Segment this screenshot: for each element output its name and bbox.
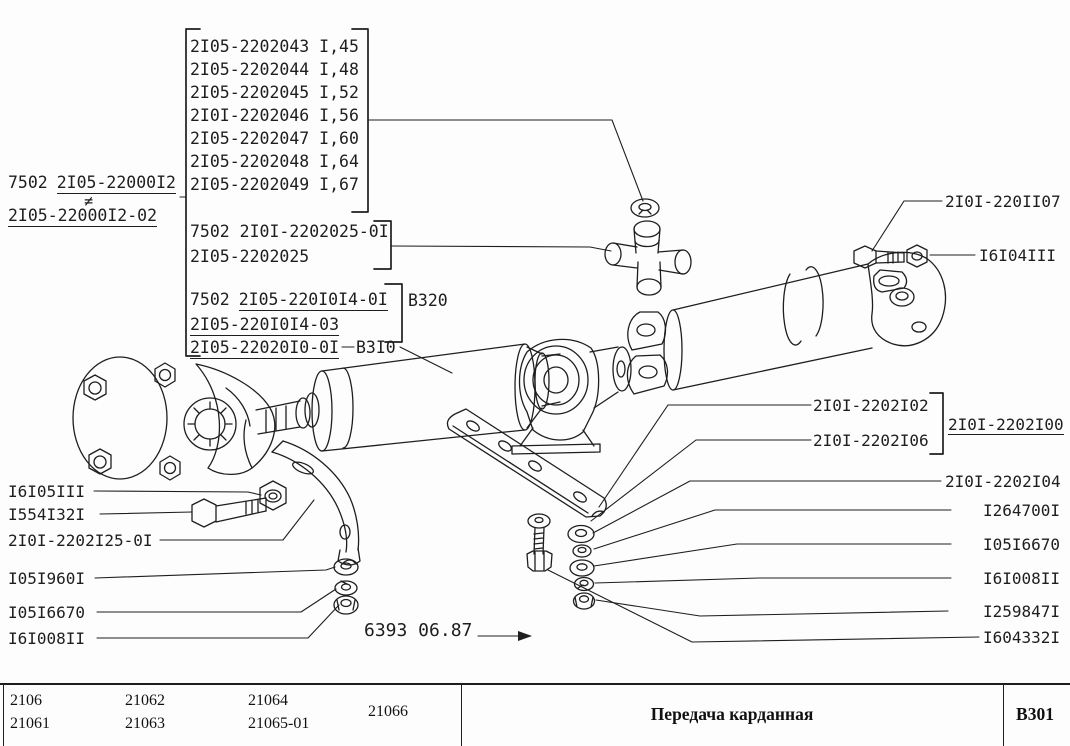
model-cell: 21066 [368,703,408,720]
callout-lockwasher-left: I05I6670 [8,603,86,622]
assembly-alt-code: 2I05-22000I2-02 [8,206,158,227]
support-kit-prefix: 7502 [190,290,230,309]
model-cell: 21065-01 [248,715,310,732]
support-strap-drawing [446,408,607,518]
title-block-top-border [0,683,1070,685]
snap-ring-drawing [630,198,660,218]
universal-joint-drawing [604,220,692,296]
callout-locknut: I259847I [983,602,1061,621]
variant-row: 2I05-2202048 I,64 [190,152,359,171]
variant-row: 2I05-2202043 I,45 [190,37,359,56]
flange-bolt-drawing [853,245,905,269]
title-block-left-border [3,685,4,746]
front-flange-drawing [72,356,276,481]
view-ref-b320: B320 [408,291,448,310]
joint-kit-line2: 2I05-2202025 [190,247,310,266]
sheet-title: Передача карданная [650,704,814,724]
front-shaft-drawing [255,343,561,452]
callout-washer-big: 2I0I-2202I04 [945,472,1061,491]
title-block-divider-1 [461,685,462,746]
callout-washer-left: I05I960I [8,569,86,588]
support-kit-alt-code: 2I05-220I0I4-03 [190,315,340,336]
assembly-prefix: 7502 [8,173,48,192]
revision-note: 6393 06.87 [364,620,473,641]
leader-lines [93,119,980,643]
callout-bolt-left: I554I32I [8,505,86,524]
callout-flange-nut: I6I04III [979,246,1057,265]
callout-washer-small: I264700I [983,501,1061,520]
assembly-code: 2I05-22000I2 [56,173,176,194]
hardware-stack-drawing [567,524,596,610]
center-bearing-drawing [511,338,632,455]
bracket-bolt-drawing [191,497,267,528]
callout-flange-bolt: 2I0I-220II07 [945,192,1061,211]
variant-row: 2I05-2202044 I,48 [190,60,359,79]
callout-center-bolt: I604332I [983,628,1061,647]
joint-kit-line1: 7502 2I0I-2202025-0I [190,222,389,241]
support-kit-code: 2I05-220I0I4-0I [238,290,388,311]
callout-bracket: 2I0I-2202I25-0I [8,531,153,550]
support-kit-line1: 7502 2I05-220I0I4-0I [190,290,388,311]
assembly-code-line: 7502 2I05-22000I2 [8,173,176,194]
center-bolt-drawing [526,513,553,572]
callout-crossmember: 2I0I-2202I02 [813,396,929,415]
model-cell: 2106 [10,692,42,709]
model-cell: 21062 [125,692,165,709]
support-bracket-drawing [271,440,361,566]
view-ref-b310: B3I0 [356,338,396,357]
rear-shaft-group-code: 2I0I-2202I00 [948,415,1064,435]
callout-nut-right: I6I008II [983,569,1061,588]
model-cell: 21061 [10,715,50,732]
variant-row: 2I05-2202045 I,52 [190,83,359,102]
flange-nut-drawing [906,244,928,268]
variant-row: 2I0I-2202046 I,56 [190,106,359,125]
variant-row: 2I05-2202049 I,67 [190,175,359,194]
bracket-nut-drawing [259,480,287,511]
model-cell: 21064 [248,692,288,709]
callout-cushion: 2I0I-2202I06 [813,431,929,450]
footnote-arrow [477,631,532,641]
rear-shaft-drawing [626,251,947,395]
model-cell: 21063 [125,715,165,732]
variant-row: 2I05-2202047 I,60 [190,129,359,148]
washer-stack-left-drawing [333,558,359,615]
inequality-sign: ≠ [84,192,94,210]
title-block-divider-2 [1003,685,1004,746]
group-brackets [185,28,944,455]
sheet-number: B301 [1016,704,1054,724]
callout-lockwasher-right: I05I6670 [983,535,1061,554]
front-shaft-code: 2I05-22020I0-0I [190,338,340,359]
callout-nut-left: I6I05III [8,482,86,501]
callout-nut2-left: I6I008II [8,629,86,648]
